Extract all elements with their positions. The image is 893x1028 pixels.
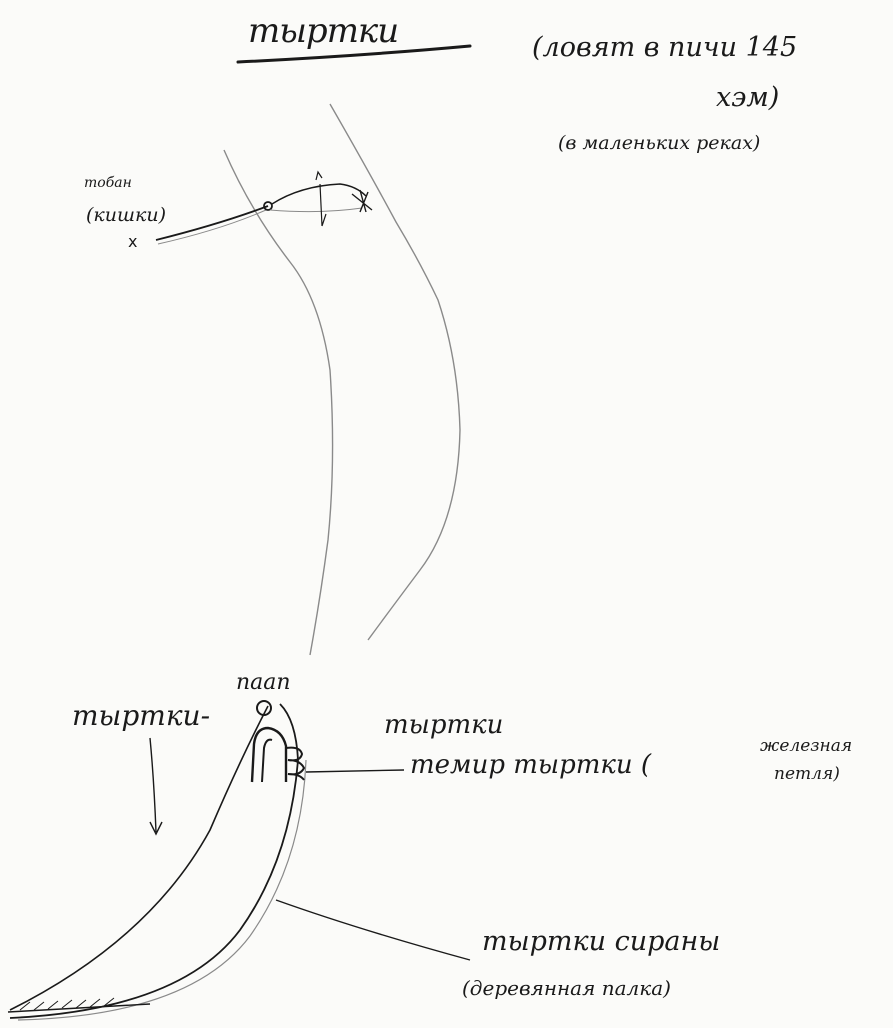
wire-label: темир тыртки ( — [410, 750, 652, 780]
trap-pole-2 — [17, 759, 307, 1021]
trap-base-hatch — [19, 997, 115, 1011]
note-line-1: (ловят в пичи 145 — [532, 32, 798, 63]
pole-translation: (деревянная палка) — [462, 976, 671, 1000]
leader-pole — [275, 899, 471, 961]
trap-label: тыртки- — [72, 699, 211, 732]
title-underline — [236, 44, 472, 64]
wire-translation-2: петля) — [774, 764, 840, 784]
line-to-fish — [271, 183, 367, 205]
wire-snare-inner — [261, 738, 273, 783]
line-pencil — [269, 207, 363, 213]
note-line-3: (в маленьких реках) — [558, 132, 761, 154]
sketch-title: тыртки — [248, 11, 399, 51]
trap-base — [7, 1003, 151, 1013]
trap-bow-outer — [9, 705, 269, 1011]
loop-knot — [256, 700, 272, 716]
pole-label: тыртки сираны — [482, 926, 721, 957]
bark-translation: (кишки) — [86, 204, 166, 226]
leader-wire — [305, 769, 405, 773]
line-secondary — [157, 209, 267, 245]
fish-tail — [351, 189, 373, 213]
arrow-trap — [149, 737, 157, 833]
river-right-bank — [329, 103, 461, 641]
fish-hook — [315, 170, 327, 227]
wire-coil — [285, 746, 306, 781]
wire-translation-1: железная — [760, 736, 853, 756]
arrow-trap-head — [149, 821, 163, 836]
bark-label: тобан — [84, 175, 132, 191]
note-line-2: хэм) — [716, 82, 780, 113]
float-marker — [263, 201, 273, 211]
line-from-bank — [155, 205, 269, 241]
loop-label: паап — [236, 670, 291, 695]
river-left-bank — [223, 149, 334, 656]
wire-snare-loop — [250, 726, 288, 783]
trap-name: тыртки — [384, 710, 504, 740]
trap-pole-1 — [9, 703, 299, 1019]
position-mark: x — [128, 232, 138, 251]
